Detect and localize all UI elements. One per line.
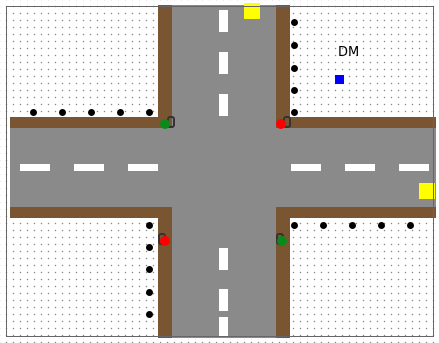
- traffic-light-south-west: [160, 236, 170, 246]
- waypoint: [349, 222, 356, 229]
- lane-dash: [219, 317, 228, 337]
- waypoint: [291, 42, 298, 49]
- traffic-light-north-east: [276, 119, 286, 129]
- waypoint: [320, 222, 327, 229]
- goal-top-marker: [244, 3, 260, 19]
- lane-dash: [219, 52, 228, 74]
- waypoint: [146, 222, 153, 229]
- waypoint: [407, 222, 414, 229]
- waypoint: [378, 222, 385, 229]
- lane-dash: [20, 164, 50, 171]
- lane-dash: [74, 164, 104, 171]
- waypoint: [117, 109, 124, 116]
- lane-dash: [345, 164, 375, 171]
- curb-west-bottom: [10, 207, 172, 218]
- agent-marker: [335, 75, 344, 84]
- goal-right-marker: [419, 183, 435, 199]
- waypoint: [291, 222, 298, 229]
- waypoint: [291, 65, 298, 72]
- waypoint: [146, 289, 153, 296]
- waypoint: [146, 266, 153, 273]
- lane-dash: [219, 289, 228, 311]
- waypoint: [30, 109, 37, 116]
- waypoint: [88, 109, 95, 116]
- lane-dash: [219, 94, 228, 116]
- waypoint: [146, 244, 153, 251]
- waypoint: [291, 19, 298, 26]
- waypoint: [59, 109, 66, 116]
- lane-dash: [291, 164, 321, 171]
- waypoint: [146, 109, 153, 116]
- curb-north-east: [276, 5, 290, 118]
- lane-dash: [219, 10, 228, 32]
- curb-east-top: [276, 117, 436, 128]
- traffic-light-north-west: [160, 119, 170, 129]
- curb-east-bottom: [276, 207, 436, 218]
- traffic-light-south-east: [277, 236, 287, 246]
- dm-label: DM: [338, 45, 359, 60]
- lane-dash: [399, 164, 429, 171]
- waypoint: [291, 109, 298, 116]
- curb-north-west: [158, 5, 172, 118]
- curb-west-top: [10, 117, 172, 128]
- lane-dash: [219, 248, 228, 270]
- lane-dash: [128, 164, 158, 171]
- waypoint: [146, 311, 153, 318]
- waypoint: [291, 87, 298, 94]
